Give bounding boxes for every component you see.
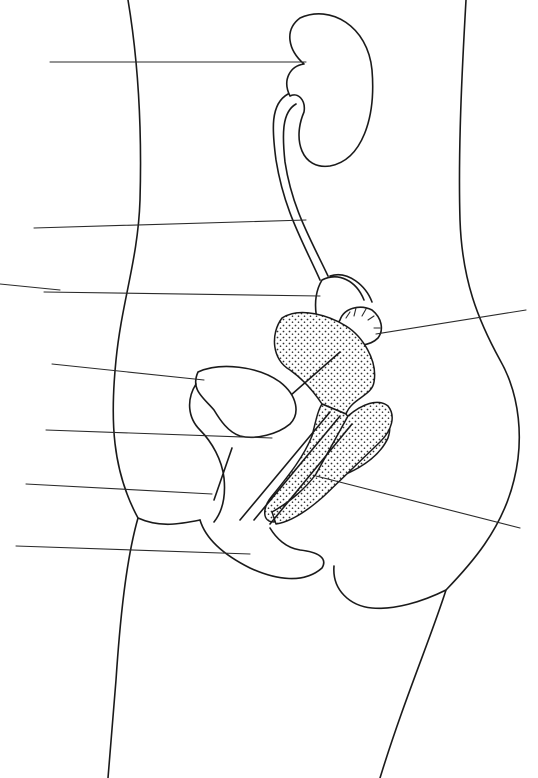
perineum	[200, 520, 324, 579]
leader-line-4	[44, 292, 320, 296]
leader-line-5	[376, 310, 526, 334]
leader-line-10	[16, 546, 250, 554]
ureter-outer	[273, 94, 320, 280]
pelvic-floor-curve	[138, 518, 200, 524]
fimbriae	[346, 308, 380, 328]
leader-line-2	[34, 220, 306, 228]
leader-line-6	[52, 364, 204, 380]
bladder	[196, 367, 296, 438]
kidney	[287, 14, 373, 167]
body-outline-right	[380, 0, 519, 778]
leader-line-9	[316, 476, 520, 528]
leader-line-3	[0, 284, 60, 290]
symphysis	[214, 448, 232, 500]
leader-line-8	[26, 484, 212, 494]
body-outline-left	[108, 0, 141, 778]
buttock	[334, 566, 446, 608]
